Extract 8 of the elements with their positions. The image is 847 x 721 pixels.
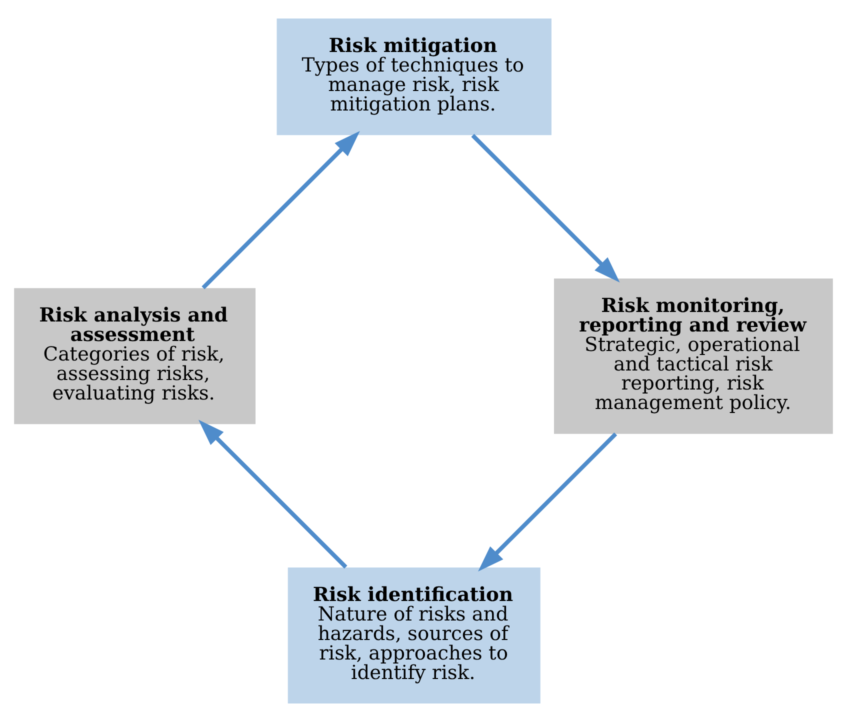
- node-box: Risk identification Nature of risks and hazards, sources of risk, approaches to identify risk.: [288, 566, 540, 703]
- node-box: Risk monitoring, reporting and review Strategic, operational and tactical risk reporting, risk management policy.: [554, 278, 833, 434]
- node-box: Risk analysis and assessment Categories of risk, assessing risks, evaluating risks.: [14, 288, 256, 424]
- arrow: [471, 133, 620, 282]
- arrow: [202, 130, 360, 289]
- arrow: [198, 419, 348, 568]
- node-box: Risk mitigation Types of techniques to manage risk, risk mitigation plans.: [276, 18, 552, 135]
- arrow: [478, 432, 618, 572]
